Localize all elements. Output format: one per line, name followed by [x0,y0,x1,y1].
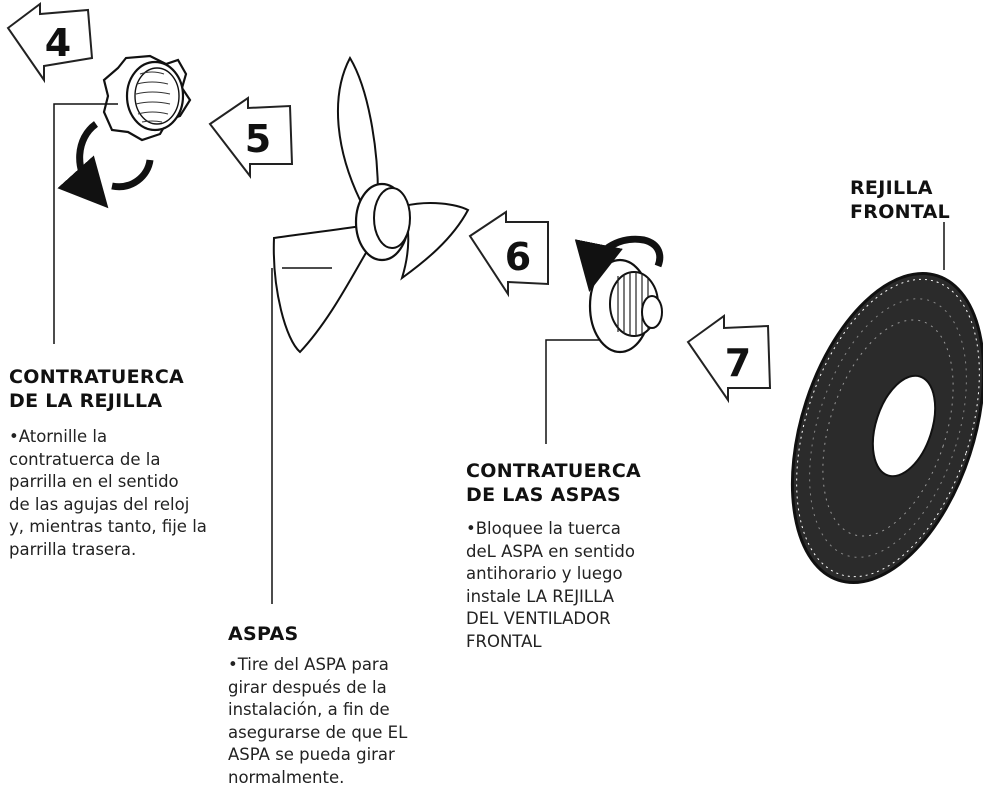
fan-blades-illustration [272,55,470,354]
step-arrow-4: 4 [6,2,94,84]
blade-locknut-title: CONTRATUERCA DE LAS ASPAS [466,459,641,507]
step-number-6: 6 [505,235,531,279]
step-arrow-5: 5 [208,96,294,179]
front-grille-title-line-2: FRONTAL [850,201,951,223]
leader-line-grille-locknut [53,103,118,344]
grille-locknut-description: •Atornille la contratuerca de la parrill… [9,426,207,561]
blades-description: •Tire del ASPA para girar después de la … [228,654,407,789]
blade-locknut-description: •Bloquee la tuerca deL ASPA en sentido a… [466,518,635,653]
blade-locknut-title-line-1: CONTRATUERCA [466,460,642,482]
step-arrow-6: 6 [468,210,549,298]
grille-locknut-illustration [57,54,192,209]
grille-locknut-title-line-1: CONTRATUERCA [9,366,185,388]
blade-locknut-desc-line: instale LA REJILLA [466,586,614,606]
grille-locknut-desc-line: contratuerca de la [9,449,161,469]
grille-locknut-desc-line: parrilla trasera. [9,539,137,559]
step-arrow-7: 7 [686,314,772,404]
step-number-4: 4 [45,21,71,65]
blades-desc-line: ASPA se pueda girar [228,745,395,764]
blade-locknut-illustration [574,235,664,354]
blades-desc-line: normalmente. [228,767,345,787]
front-grille-title: REJILLA FRONTAL [850,176,950,224]
grille-locknut-desc-line: parrilla en el sentido [9,472,179,491]
grille-locknut-title: CONTRATUERCA DE LA REJILLA [9,365,184,413]
front-grille-title-line-1: REJILLA [850,177,933,199]
grille-locknut-desc-line: de las agujas del reloj [9,494,190,514]
front-grille-illustration [790,272,983,584]
blades-title-line-1: ASPAS [228,623,299,645]
blade-locknut-desc-line: FRONTAL [466,631,542,651]
blades-desc-line: asegurarse de que EL [228,722,408,742]
grille-locknut-title-line-2: DE LA REJILLA [9,390,163,412]
step-number-5: 5 [245,117,271,161]
blades-desc-line: girar después de la [228,677,387,697]
blade-locknut-desc-line: •Bloquee la tuerca [466,519,621,538]
blade-locknut-title-line-2: DE LAS ASPAS [466,484,622,506]
blade-locknut-desc-line: deL ASPA en sentido [466,541,635,561]
leader-line-blade-locknut [545,339,600,444]
blade-locknut-desc-line: DEL VENTILADOR [466,609,611,628]
blades-desc-line: •Tire del ASPA para [228,655,389,674]
grille-locknut-desc-line: y, mientras tanto, fije la [9,517,207,536]
step-number-7: 7 [725,341,751,385]
blade-locknut-desc-line: antihorario y luego [466,564,623,583]
blades-desc-line: instalación, a fin de [228,700,390,719]
grille-locknut-desc-line: •Atornille la [9,427,108,446]
blades-title: ASPAS [228,622,298,646]
